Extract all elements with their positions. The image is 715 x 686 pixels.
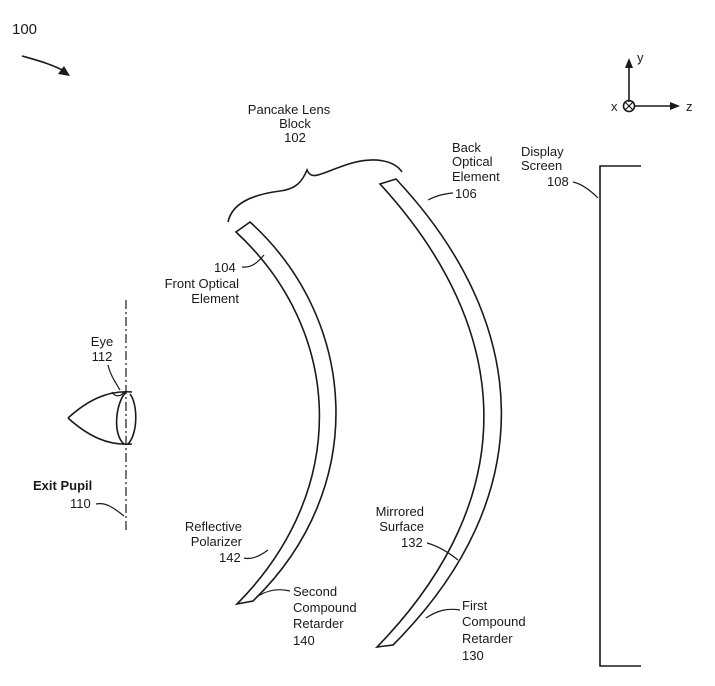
front-optical-ref: 104 (214, 260, 236, 275)
coordinate-axes: y z x (611, 50, 693, 114)
x-axis-label: x (611, 99, 618, 114)
back-optical-label-line2: Optical (452, 154, 493, 169)
display-ref: 108 (547, 174, 569, 189)
first-compound-label-line3: Retarder (462, 631, 513, 646)
first-compound-ref: 130 (462, 648, 484, 663)
eye-outline (68, 392, 132, 445)
back-optical-leader (428, 193, 453, 200)
figure-arrow (22, 56, 66, 72)
eye-cornea (128, 394, 136, 444)
figure-arrowhead (58, 66, 70, 76)
mirrored-surface-label-line2: Surface (379, 519, 424, 534)
z-axis-arrowhead (670, 102, 680, 110)
back-optical-label-line3: Element (452, 169, 500, 184)
eye-leader (108, 365, 120, 390)
pancake-block-label-line2: Block (279, 116, 311, 131)
reflective-polarizer-label-line1: Reflective (185, 519, 242, 534)
second-compound-label-line2: Compound (293, 600, 357, 615)
mirrored-surface-leader (427, 543, 458, 560)
y-axis-arrowhead (625, 58, 633, 68)
reflective-polarizer-label-line2: Polarizer (191, 534, 243, 549)
first-compound-label-line1: First (462, 598, 488, 613)
display-label-line1: Display (521, 144, 564, 159)
front-optical-element (236, 222, 336, 604)
back-optical-element (377, 179, 501, 647)
eye-ref: 112 (92, 349, 113, 364)
display-label-line2: Screen (521, 158, 562, 173)
exit-pupil-ref: 110 (70, 496, 91, 511)
mirrored-surface-ref: 132 (401, 535, 423, 550)
eye-lens (117, 392, 126, 444)
back-optical-ref: 106 (455, 186, 477, 201)
second-compound-label-line1: Second (293, 584, 337, 599)
second-compound-ref: 140 (293, 633, 315, 648)
front-optical-label-line2: Element (191, 291, 239, 306)
first-compound-label-line2: Compound (462, 614, 526, 629)
exit-pupil-label: Exit Pupil (33, 478, 92, 493)
first-compound-leader (426, 609, 460, 618)
exit-pupil-leader (96, 504, 124, 516)
display-screen (600, 166, 641, 666)
mirrored-surface-label-line1: Mirrored (376, 504, 424, 519)
pancake-block-brace (228, 160, 402, 222)
pancake-block-ref: 102 (284, 130, 306, 145)
figure-number: 100 (12, 21, 37, 38)
reflective-polarizer-ref: 142 (219, 550, 241, 565)
back-optical-label-line1: Back (452, 140, 481, 155)
eye-label: Eye (91, 334, 113, 349)
y-axis-label: y (637, 50, 644, 65)
pancake-block-label-line1: Pancake Lens (248, 102, 331, 117)
display-leader (573, 182, 598, 198)
second-compound-label-line3: Retarder (293, 616, 344, 631)
reflective-polarizer-leader (244, 550, 268, 559)
z-axis-label: z (686, 99, 693, 114)
front-optical-label-line1: Front Optical (165, 276, 240, 291)
